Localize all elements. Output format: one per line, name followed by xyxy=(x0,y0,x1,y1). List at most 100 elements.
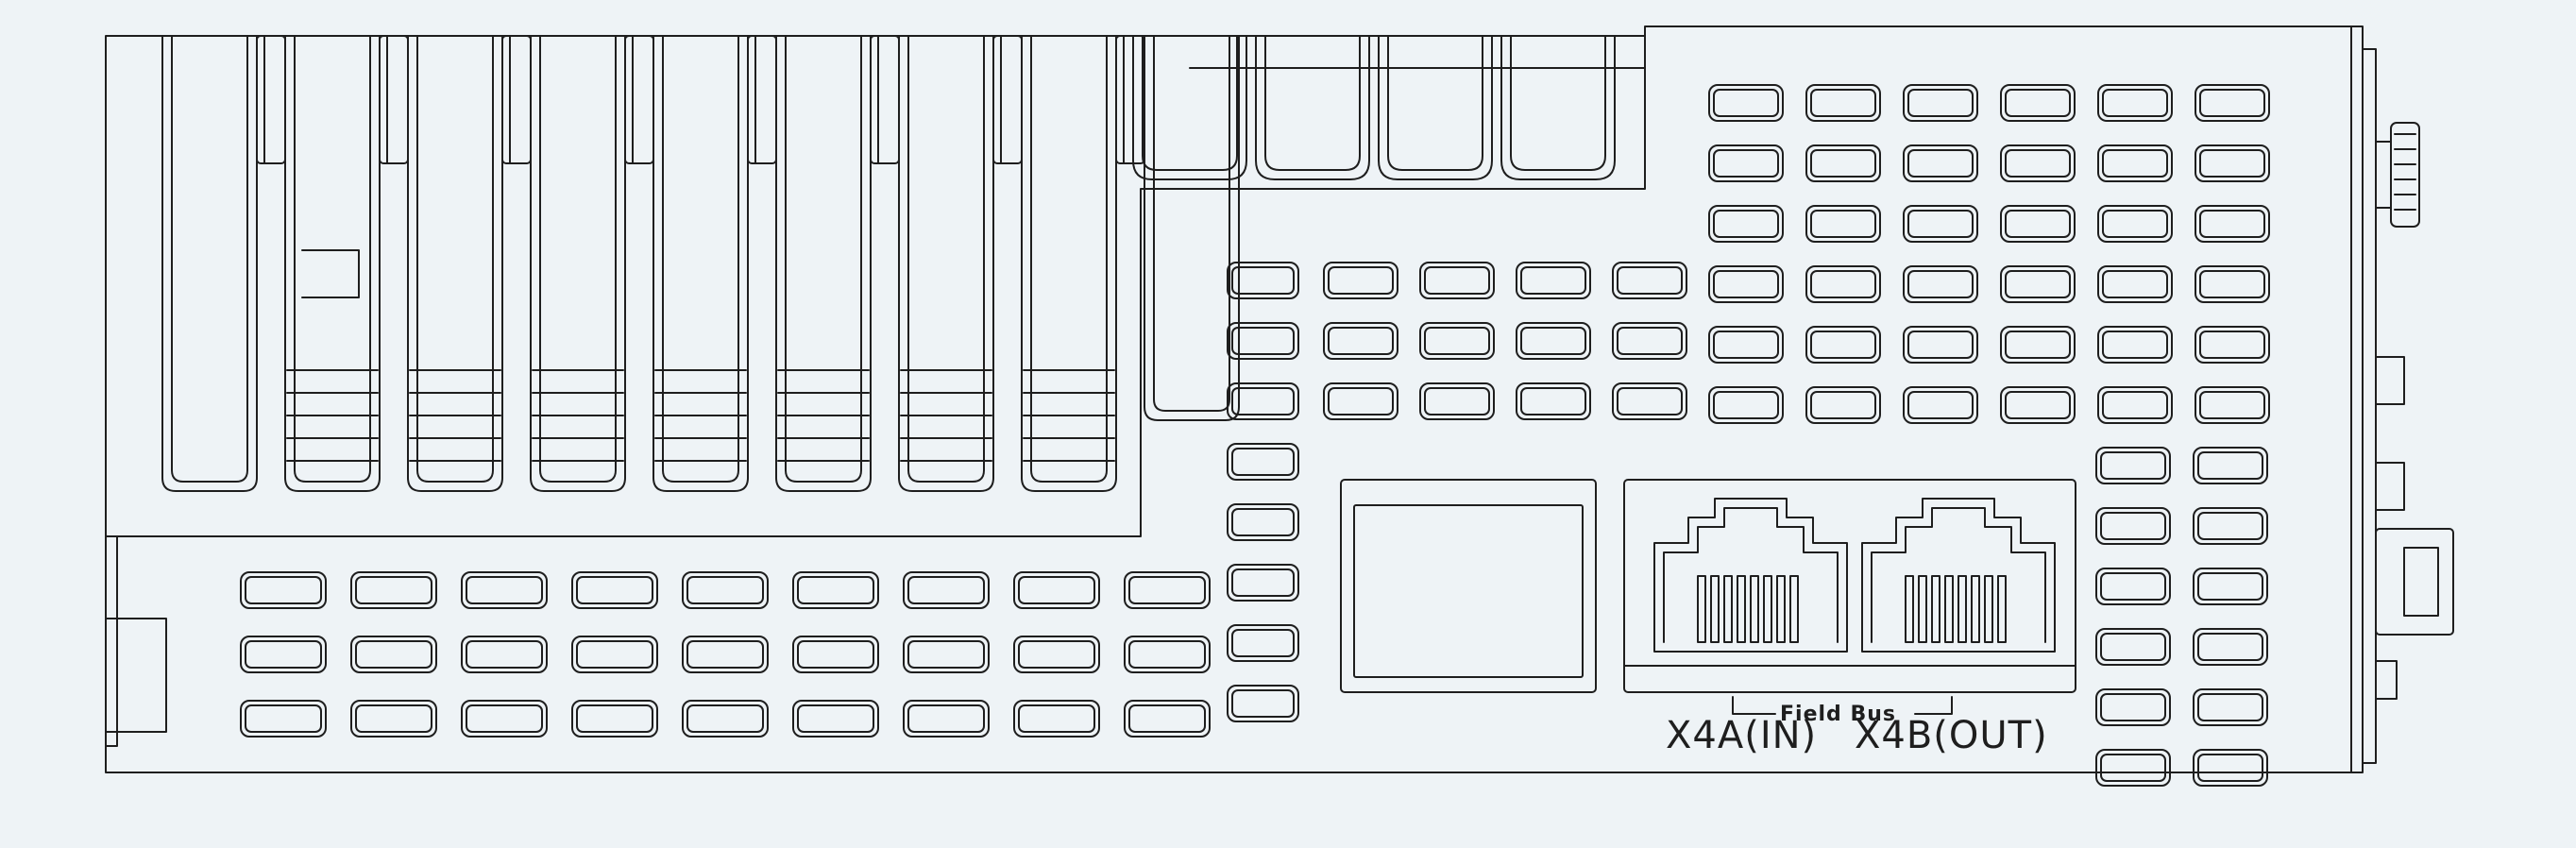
rj45-pin xyxy=(1710,575,1720,643)
vent-slot-outer xyxy=(1903,386,1978,424)
vent-slot xyxy=(1612,382,1687,420)
fin-inner xyxy=(416,35,494,483)
port-housing-frame xyxy=(1623,479,2076,693)
vent-slot-inner xyxy=(355,576,432,604)
vent-slot-inner xyxy=(1231,568,1295,597)
vent-slot xyxy=(2095,628,2171,666)
vent-slot xyxy=(461,700,548,738)
vent-slot xyxy=(2000,144,2076,182)
vent-slot xyxy=(1323,322,1398,360)
fin-inner xyxy=(1030,35,1108,483)
vent-slot xyxy=(2193,447,2268,484)
top-fin xyxy=(1255,35,1370,180)
vent-slot-inner xyxy=(2005,270,2071,298)
vent-slot xyxy=(903,700,990,738)
vent-slot xyxy=(2097,144,2173,182)
rj45-pin xyxy=(1971,575,1980,643)
vent-slot-inner xyxy=(2102,89,2168,117)
vent-slot xyxy=(2097,84,2173,122)
vent-slot-inner xyxy=(1713,210,1779,238)
vent-slot-inner xyxy=(466,704,543,733)
vent-slot-outer xyxy=(571,636,658,673)
vent-slot-outer xyxy=(240,700,327,738)
vent-slot-outer xyxy=(1516,382,1591,420)
vent-slot-outer xyxy=(1227,564,1299,602)
vent-slot xyxy=(1419,322,1495,360)
vent-slot-outer xyxy=(682,571,769,609)
vent-slot-outer xyxy=(1227,624,1299,662)
vent-slot-outer xyxy=(792,636,879,673)
vent-slot xyxy=(2195,84,2270,122)
vent-slot-inner xyxy=(797,640,874,669)
vent-slot-outer xyxy=(2095,628,2171,666)
fin-inner xyxy=(1153,35,1230,412)
vent-slot-inner xyxy=(2102,210,2168,238)
vent-slot-inner xyxy=(1810,149,1876,178)
vent-slot-outer xyxy=(1227,262,1299,299)
vent-slot-inner xyxy=(245,640,322,669)
rj45-pin xyxy=(1737,575,1746,643)
vent-slot xyxy=(1805,144,1881,182)
vent-slot-inner xyxy=(1231,327,1295,355)
vent-slot-inner xyxy=(2100,512,2166,540)
vent-slot-inner xyxy=(2100,754,2166,782)
fin-inner xyxy=(539,35,617,483)
vent-slot-inner xyxy=(1713,149,1779,178)
vent-slot-inner xyxy=(1231,689,1295,718)
housing-left-tab xyxy=(105,618,167,733)
vent-slot xyxy=(2000,205,2076,243)
vent-slot-inner xyxy=(1617,327,1683,355)
housing-right-flange xyxy=(2362,48,2377,764)
field-bus-label: Field Bus xyxy=(1780,703,1896,726)
vent-slot-inner xyxy=(2197,633,2263,661)
vent-slot xyxy=(2193,628,2268,666)
vent-slot-inner xyxy=(686,576,764,604)
fieldbus-port-housing xyxy=(1623,479,2076,715)
vent-slot-inner xyxy=(1128,704,1206,733)
vent-slot-outer xyxy=(1805,265,1881,303)
vent-slot-inner xyxy=(2005,391,2071,419)
vent-slot-outer xyxy=(1612,382,1687,420)
vent-slot xyxy=(2195,386,2270,424)
vent-slot xyxy=(2000,326,2076,364)
vent-slot xyxy=(1227,564,1299,602)
vent-slot-inner xyxy=(2100,633,2166,661)
vent-slot xyxy=(1323,262,1398,299)
vent-slot xyxy=(2095,749,2171,787)
side-port-middle xyxy=(2375,462,2405,511)
vent-slot-outer xyxy=(1805,84,1881,122)
vent-slot xyxy=(1903,84,1978,122)
vent-slot-inner xyxy=(1018,704,1095,733)
housing-step-edge xyxy=(105,35,1646,537)
vent-slot-outer xyxy=(1516,322,1591,360)
vent-slot-outer xyxy=(2000,265,2076,303)
vent-slot-outer xyxy=(571,571,658,609)
side-gland-neck xyxy=(2375,141,2392,209)
vent-slot-outer xyxy=(571,700,658,738)
vent-slot xyxy=(1227,262,1299,299)
rj45-pin xyxy=(1723,575,1733,643)
vent-slot-inner xyxy=(1907,391,1974,419)
vent-slot-inner xyxy=(1328,266,1394,295)
vent-slot-inner xyxy=(1128,640,1206,669)
vent-slot xyxy=(2195,144,2270,182)
vent-slot xyxy=(1227,503,1299,541)
vent-slot xyxy=(2097,205,2173,243)
fin-spine-top xyxy=(992,35,1023,164)
vent-slot-inner xyxy=(2100,451,2166,480)
vent-slot-inner xyxy=(797,704,874,733)
vent-slot-outer xyxy=(1227,443,1299,481)
vent-slot xyxy=(2095,568,2171,605)
vent-slot xyxy=(240,636,327,673)
rj45-pin xyxy=(1697,575,1706,643)
housing-outline xyxy=(105,25,2377,773)
vent-slot xyxy=(2195,326,2270,364)
vent-slot-outer xyxy=(903,636,990,673)
vent-slot xyxy=(350,636,437,673)
vent-slot-outer xyxy=(1708,205,1784,243)
vent-slot-inner xyxy=(1328,387,1394,416)
vent-slot xyxy=(240,571,327,609)
fin-spine-top xyxy=(501,35,532,164)
vent-slot-outer xyxy=(350,700,437,738)
rj45-jack-inner xyxy=(1663,507,1839,643)
